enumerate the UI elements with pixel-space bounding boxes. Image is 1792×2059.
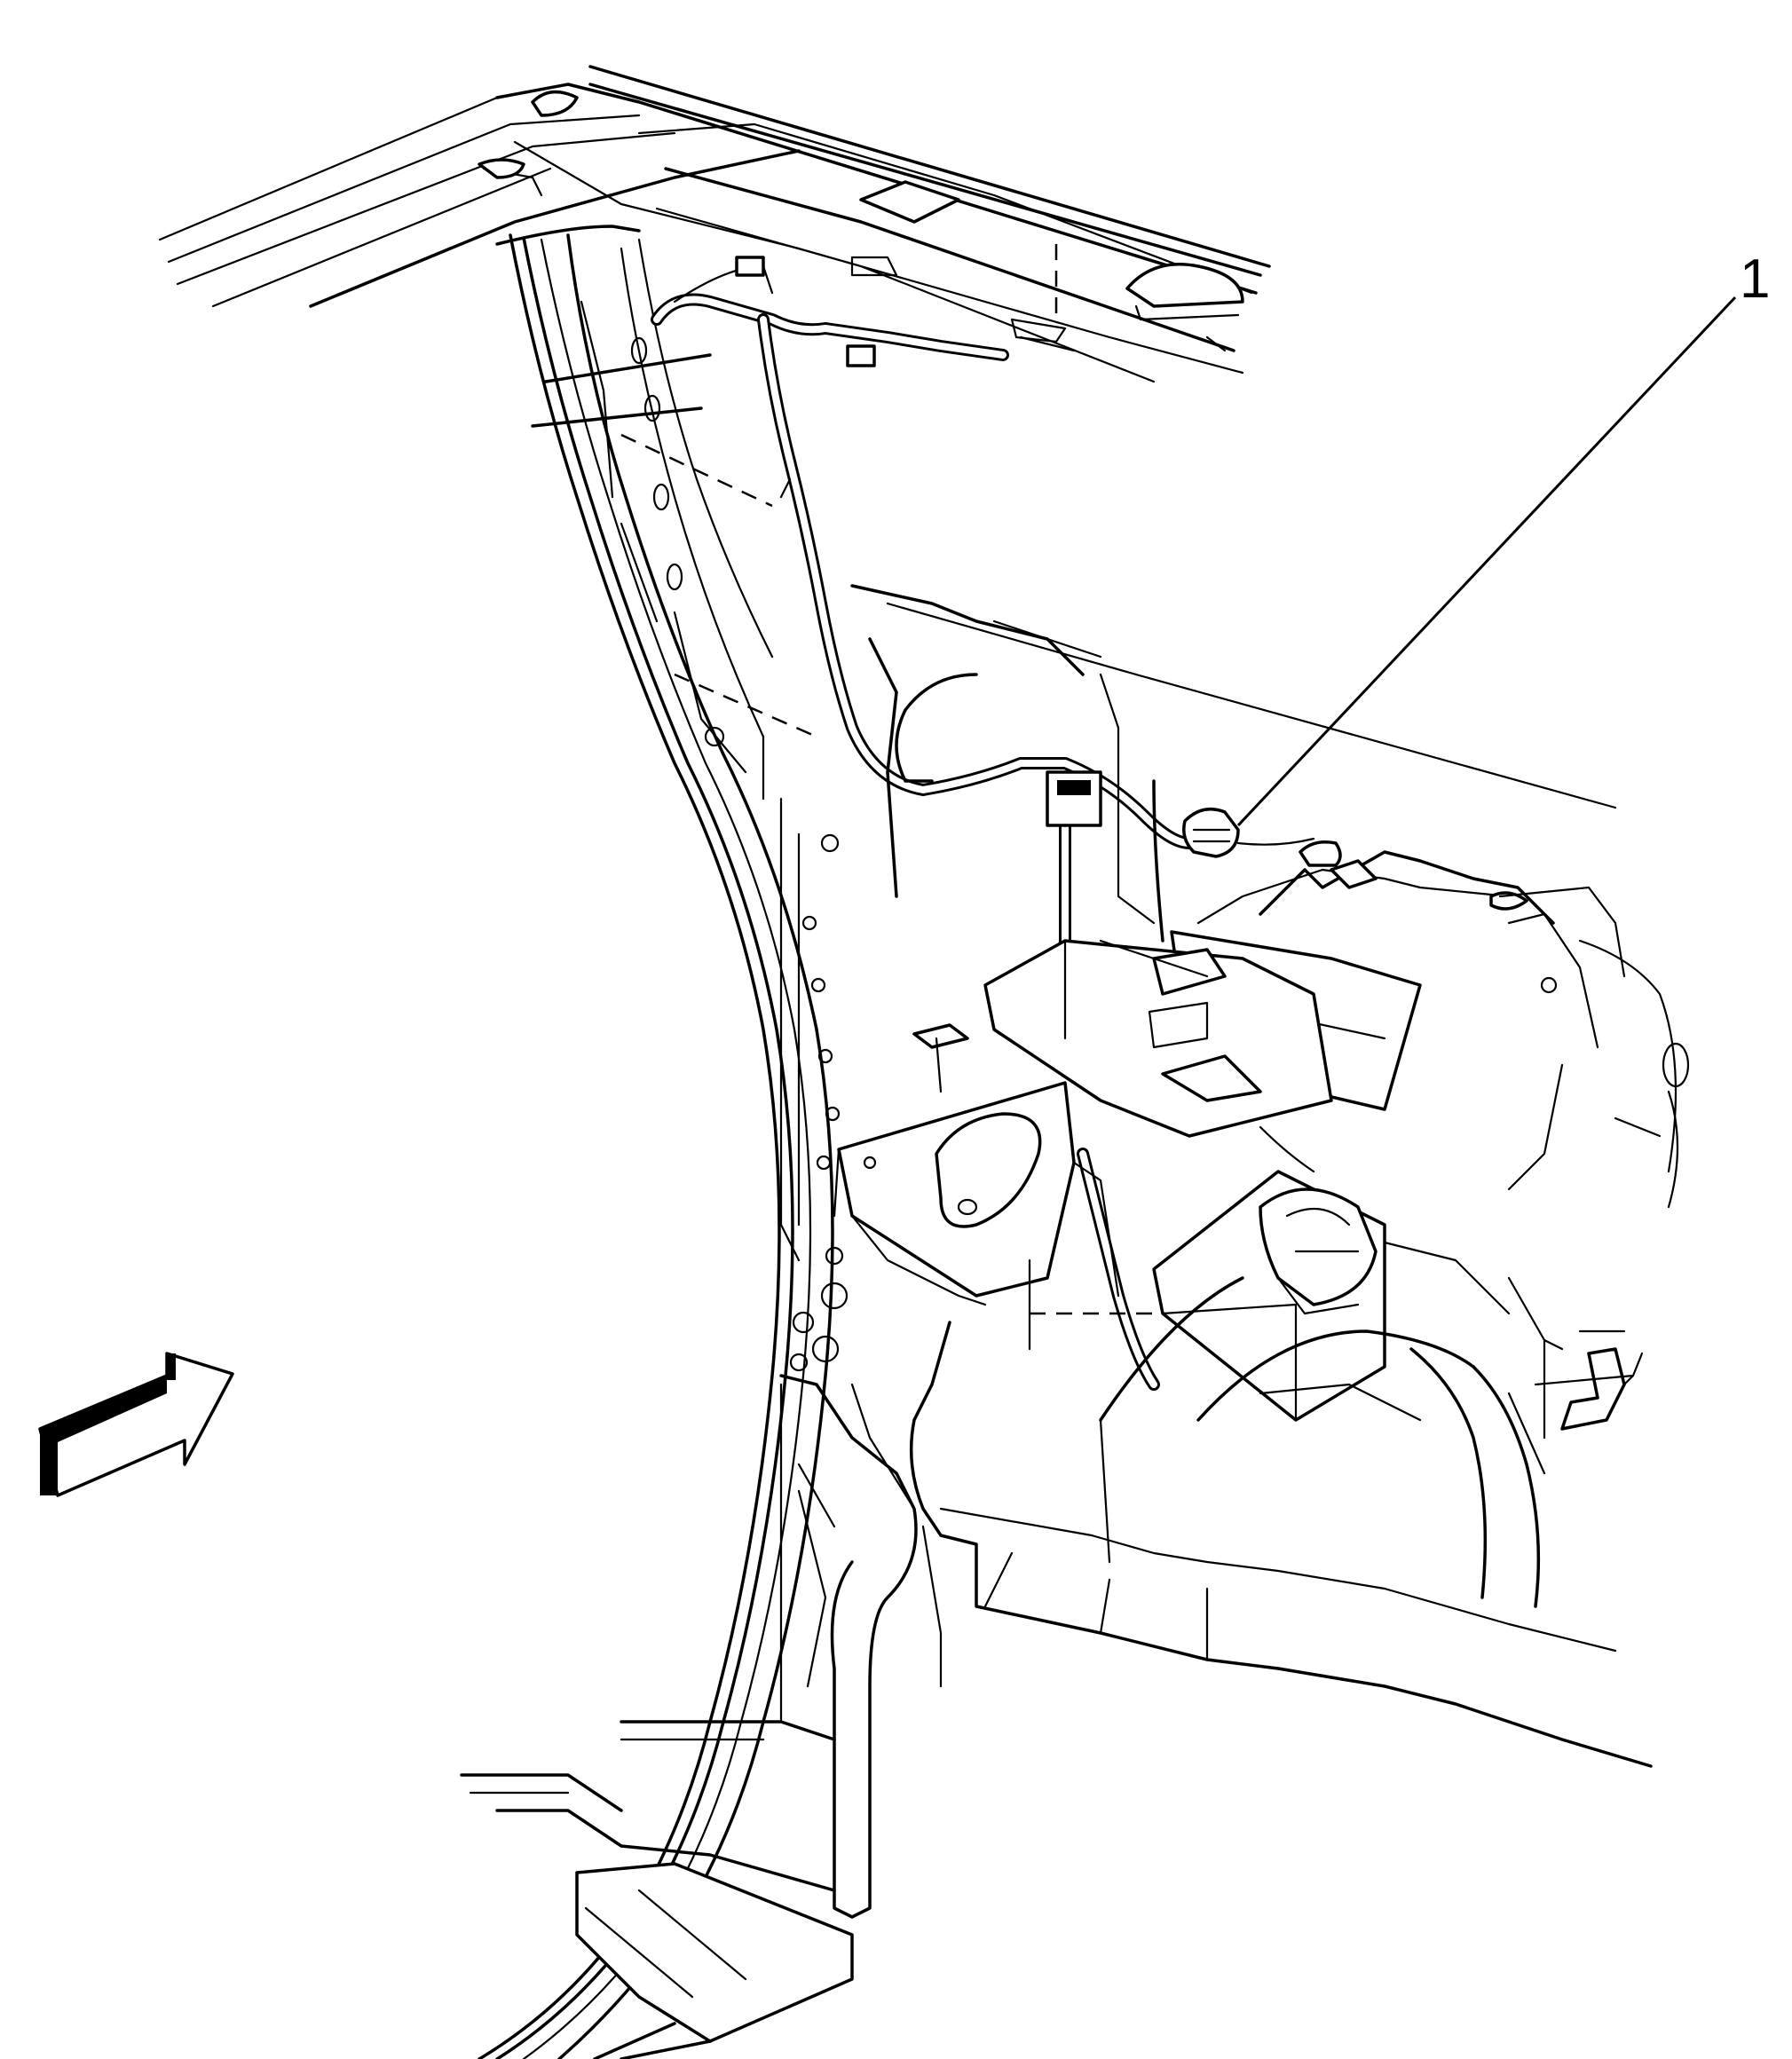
view-direction-arrow-icon (38, 1352, 234, 1497)
rocker-panel (460, 1374, 943, 2059)
callout-1-label: 1 (1740, 248, 1770, 310)
harness-connector (1182, 807, 1342, 867)
bracket-assembly (912, 939, 1333, 1138)
callout-1-leader (1236, 296, 1737, 827)
roof-panel (158, 65, 1271, 383)
pillar-bolts (789, 833, 877, 1372)
body-pillar (478, 225, 834, 2059)
callout-1: 1 (1236, 248, 1770, 827)
side-module (1028, 1125, 1511, 1422)
lower-bracket (833, 1081, 1120, 1306)
wheelhouse (909, 1276, 1653, 1768)
